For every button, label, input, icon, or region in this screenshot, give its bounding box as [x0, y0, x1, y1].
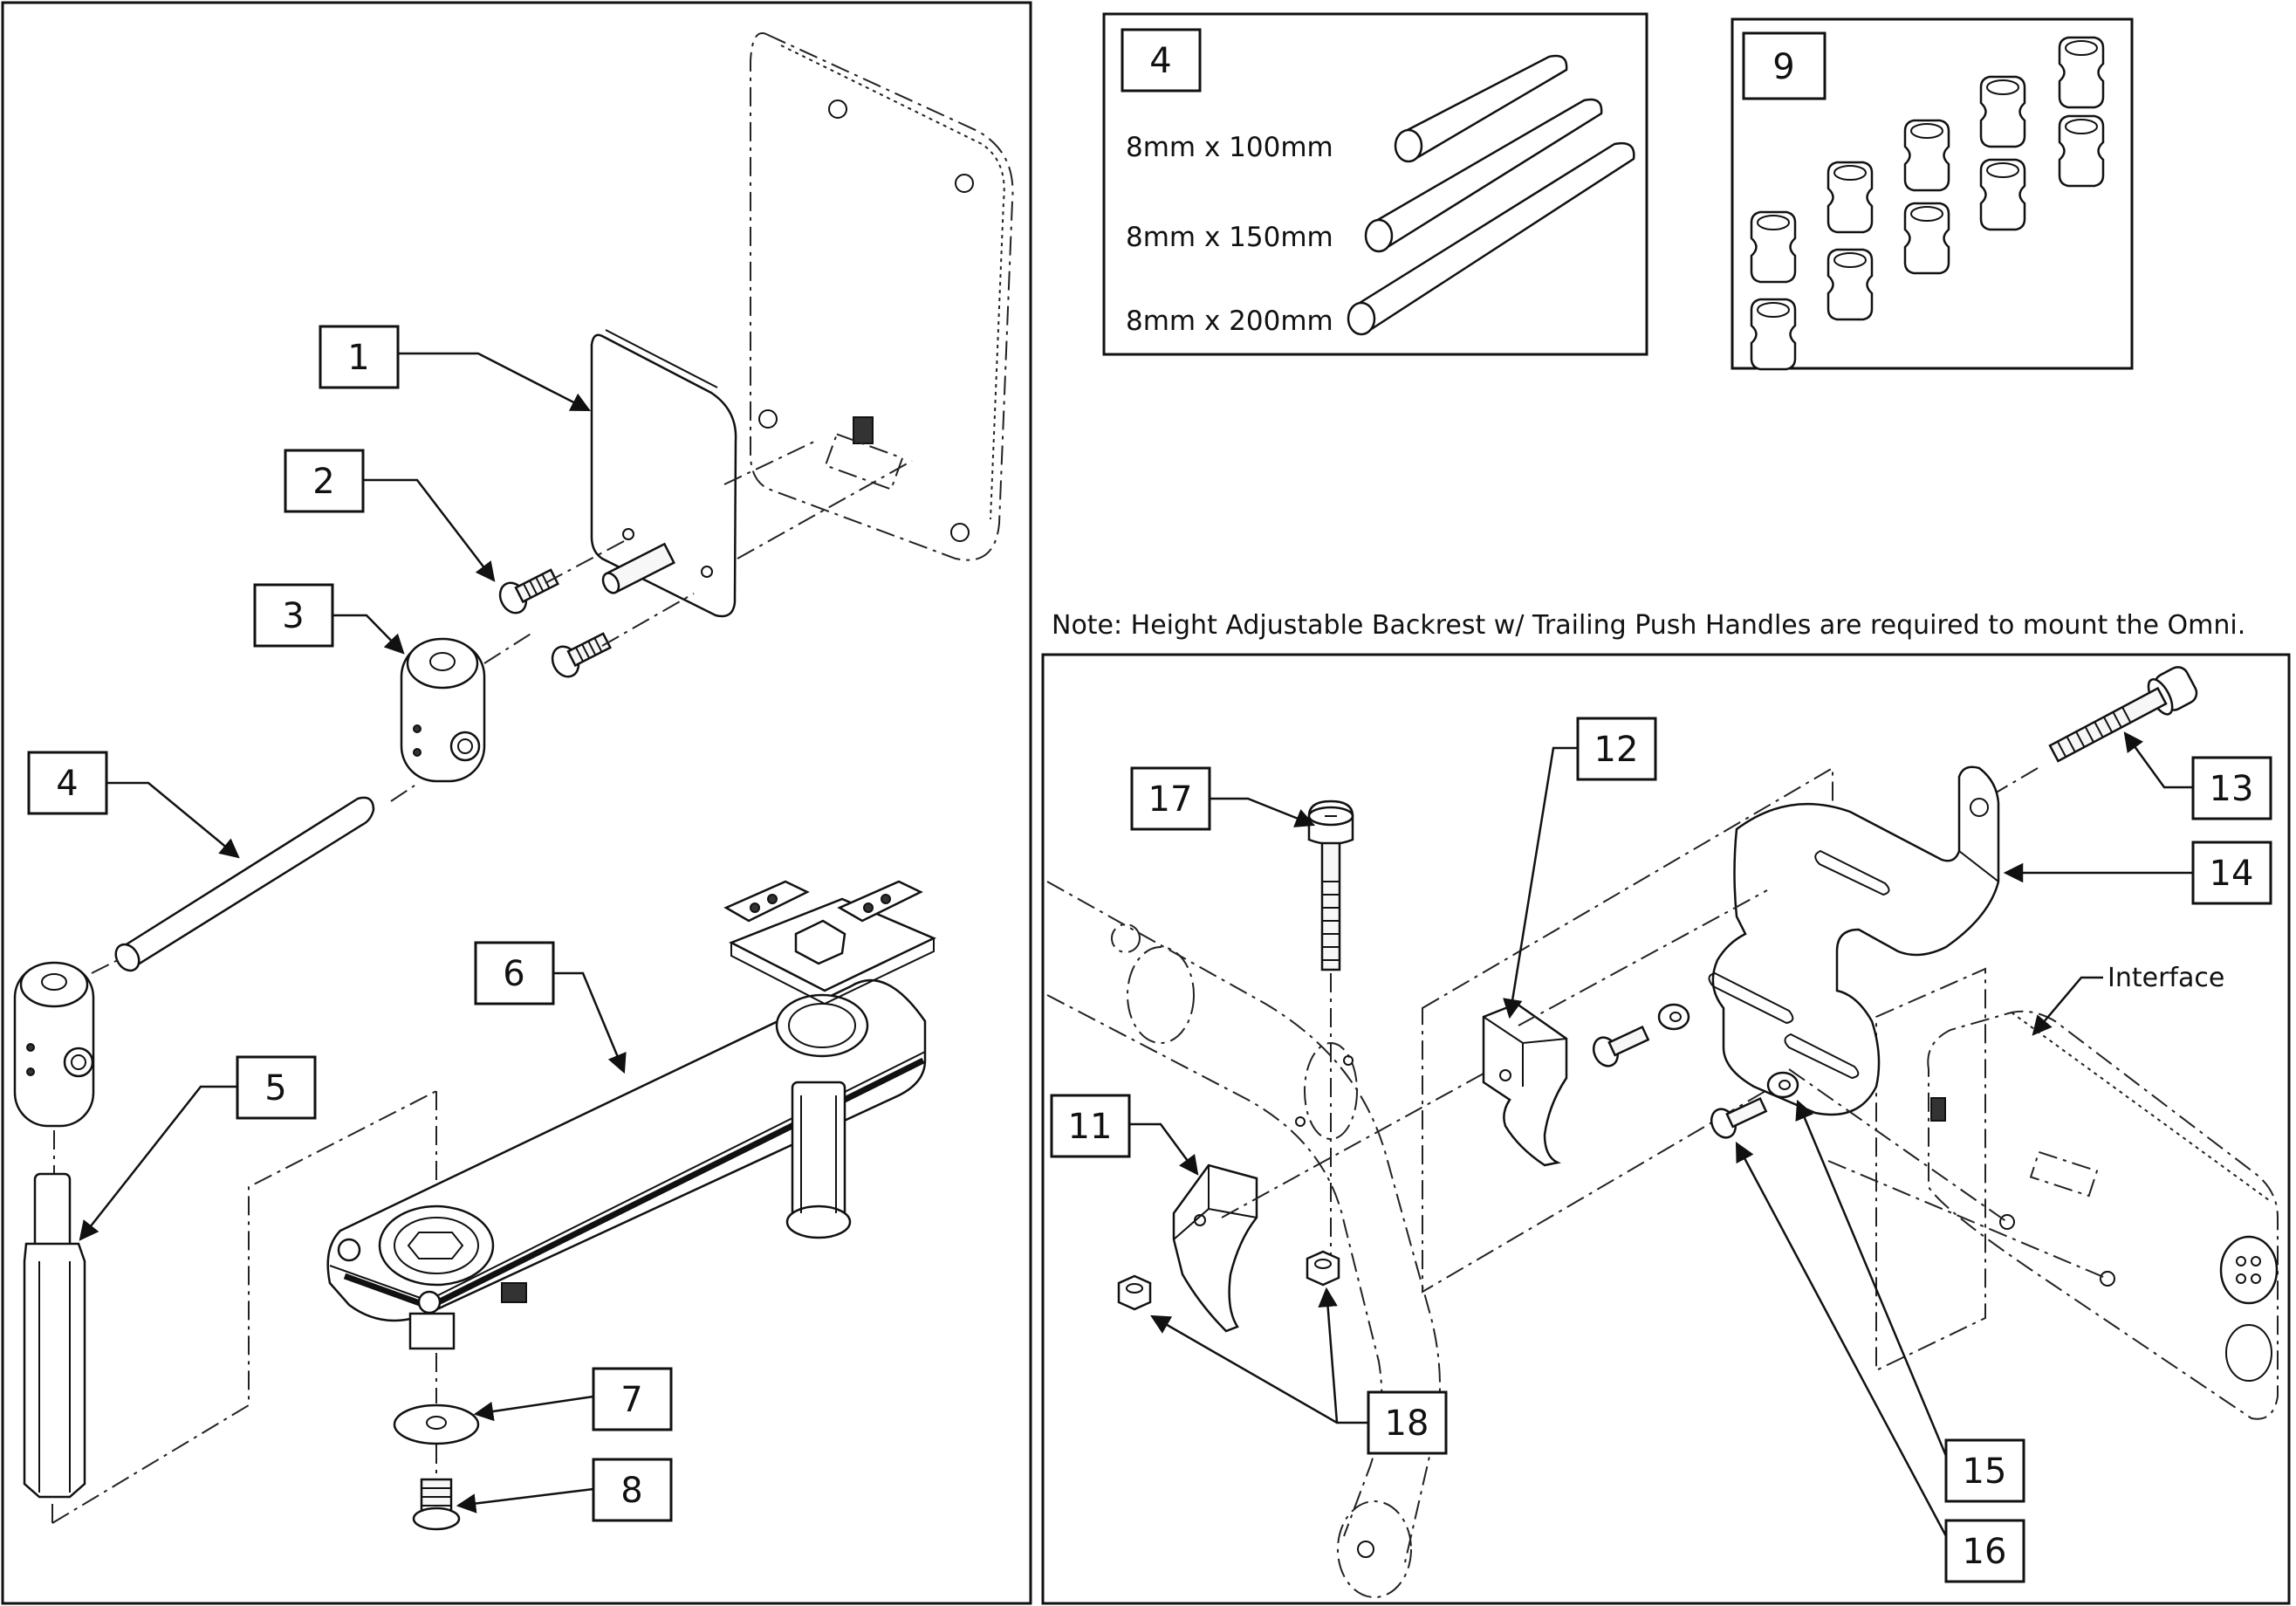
plate-alignment-line-b [737, 460, 913, 559]
interface-module-outline [1927, 1010, 2279, 1420]
mounting-stud [601, 542, 675, 594]
svg-text:16: 16 [1963, 1532, 2007, 1572]
svg-text:11: 11 [1068, 1107, 1113, 1147]
part-13-long-bolt [2048, 666, 2198, 763]
rod-100mm [1394, 54, 1568, 163]
svg-text:8: 8 [620, 1471, 642, 1511]
callout-18: 18 [1150, 1287, 1448, 1455]
rod-size-100: 8mm x 100mm [1126, 132, 1333, 163]
callout-11: 11 [1050, 1094, 1199, 1176]
left-panel-frame [1, 1, 1032, 1605]
rod-size-200: 8mm x 200mm [1126, 305, 1333, 337]
callout-15: 15 [1795, 1099, 2025, 1503]
callout-4: 4 [27, 751, 240, 859]
interface-alignment-line-a [1788, 1068, 2008, 1223]
clamp-alignment-line [483, 632, 533, 664]
part-2-screws [498, 568, 612, 678]
callout-7: 7 [473, 1367, 673, 1431]
part-3-clamp-block-upper [400, 637, 486, 783]
callout-3: 3 [253, 583, 405, 655]
part-18-nuts [1117, 1250, 1340, 1311]
clip-kit-panel-frame [1731, 17, 2134, 370]
svg-text:13: 13 [2210, 769, 2254, 809]
interface-label: Interface [2032, 963, 2224, 1036]
callout-12: 12 [1503, 717, 1657, 1019]
lower-right-panel-frame [1041, 653, 2291, 1605]
arm-clamp-head [723, 880, 937, 1005]
part-5-post [23, 1172, 86, 1499]
screw-alignment-line-b [601, 593, 695, 647]
clip-kit-number: 9 [1742, 31, 1827, 100]
svg-text:4: 4 [56, 764, 78, 804]
svg-text:12: 12 [1594, 730, 1639, 770]
mounting-note: Note: Height Adjustable Backrest w/ Trai… [1052, 610, 2245, 641]
svg-text:17: 17 [1148, 779, 1193, 820]
part-12-clamp-jaw [1482, 1002, 1568, 1167]
svg-text:14: 14 [2210, 854, 2254, 894]
part-16-screws [1592, 1025, 1768, 1139]
rod-kit-number: 4 [1121, 28, 1202, 93]
callout-13: 13 [2123, 731, 2272, 820]
svg-text:9: 9 [1772, 47, 1794, 87]
svg-text:1: 1 [347, 338, 369, 378]
svg-text:7: 7 [620, 1380, 642, 1420]
rod-150mm [1364, 98, 1603, 253]
callout-5: 5 [79, 1055, 317, 1241]
part-11-clamp-jaw [1172, 1163, 1258, 1333]
svg-text:18: 18 [1385, 1404, 1429, 1444]
interface-frame-dash [1875, 967, 1986, 1372]
svg-text:15: 15 [1963, 1452, 2007, 1492]
part-7-washer [393, 1404, 480, 1445]
part-8-bolt [412, 1478, 461, 1531]
svg-text:5: 5 [264, 1068, 286, 1108]
callout-16: 16 [1735, 1142, 2025, 1583]
part-1-mounting-plate [590, 329, 737, 618]
callout-8: 8 [456, 1458, 673, 1522]
callout-14: 14 [2003, 841, 2272, 905]
interface-alignment-line-b [1827, 1160, 2108, 1280]
part-14-bracket [1708, 765, 2000, 1116]
post-dash-path-left [51, 1090, 437, 1524]
cable-clips [1750, 36, 2105, 371]
jaw-alignment-line [1221, 1073, 1484, 1218]
svg-text:4: 4 [1149, 41, 1171, 81]
svg-text:6: 6 [503, 954, 524, 994]
callout-6: 6 [474, 941, 627, 1074]
svg-text:3: 3 [282, 596, 304, 636]
part-17-cap-screw [1307, 800, 1354, 971]
rod-to-clamp-line [390, 785, 415, 802]
lower-clamp-block [13, 961, 95, 1128]
rod-to-lower-clamp-line [91, 959, 119, 974]
part-4-rod [114, 796, 375, 972]
omni-housing-outline [750, 32, 1014, 561]
rod-kit-panel-frame [1102, 12, 1648, 356]
callout-2: 2 [284, 449, 496, 582]
rod-size-150: 8mm x 150mm [1126, 222, 1333, 253]
screw-alignment-line-a [545, 540, 625, 584]
rod-200mm [1347, 141, 1635, 336]
part-6-arm [326, 978, 927, 1350]
plate-alignment-line-a [723, 440, 817, 485]
callout-1: 1 [319, 325, 592, 412]
svg-text:2: 2 [312, 462, 334, 502]
part-15-washers [1657, 1003, 1799, 1099]
svg-text:Interface: Interface [2108, 963, 2224, 993]
callout-17: 17 [1130, 766, 1316, 831]
bracket-alignment-line [1518, 889, 1768, 1026]
